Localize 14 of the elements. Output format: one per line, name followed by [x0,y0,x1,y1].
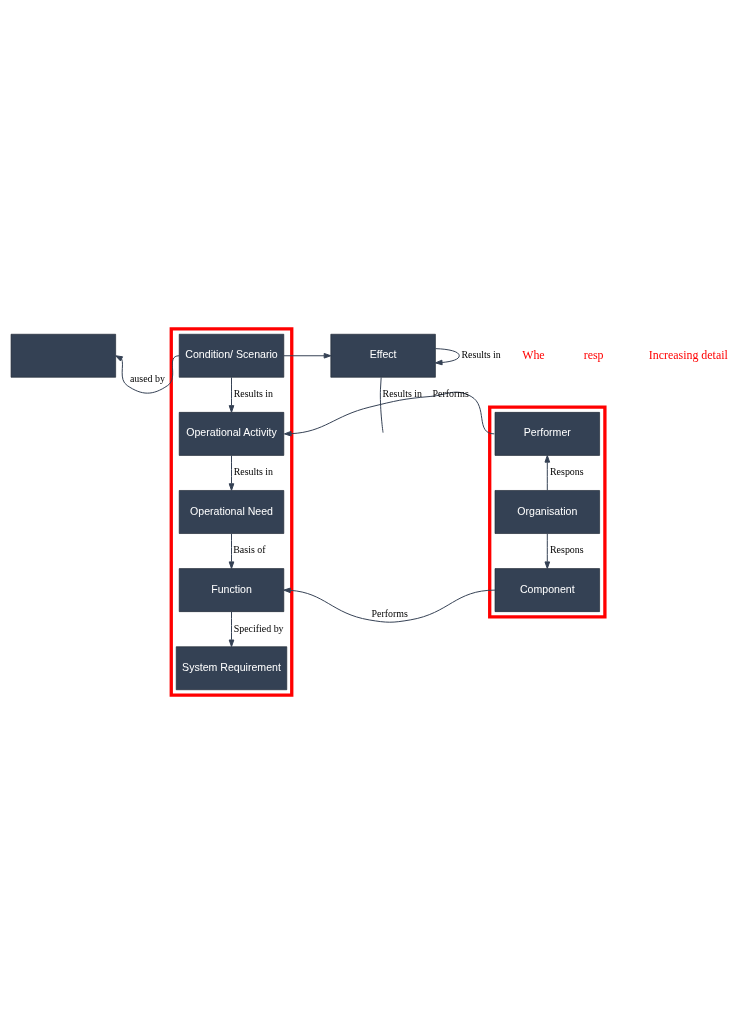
edge-label: Basis of [233,544,266,556]
edge-label: Results in [461,349,501,361]
edge-label: Results in [382,388,423,400]
edge-label: Performs [371,607,408,619]
edge-label: aused by [129,373,165,385]
label: Whe [522,347,545,362]
label: resp [583,347,604,362]
edge-label: Respons [550,466,584,478]
label: Increasing detail [648,347,728,362]
edge-label: Respons [550,544,584,556]
edge-label: Performs [432,388,469,400]
edge-label: Results in [233,388,274,400]
edge-label: Results in [233,466,274,478]
edge-label: Specified by [233,622,284,634]
